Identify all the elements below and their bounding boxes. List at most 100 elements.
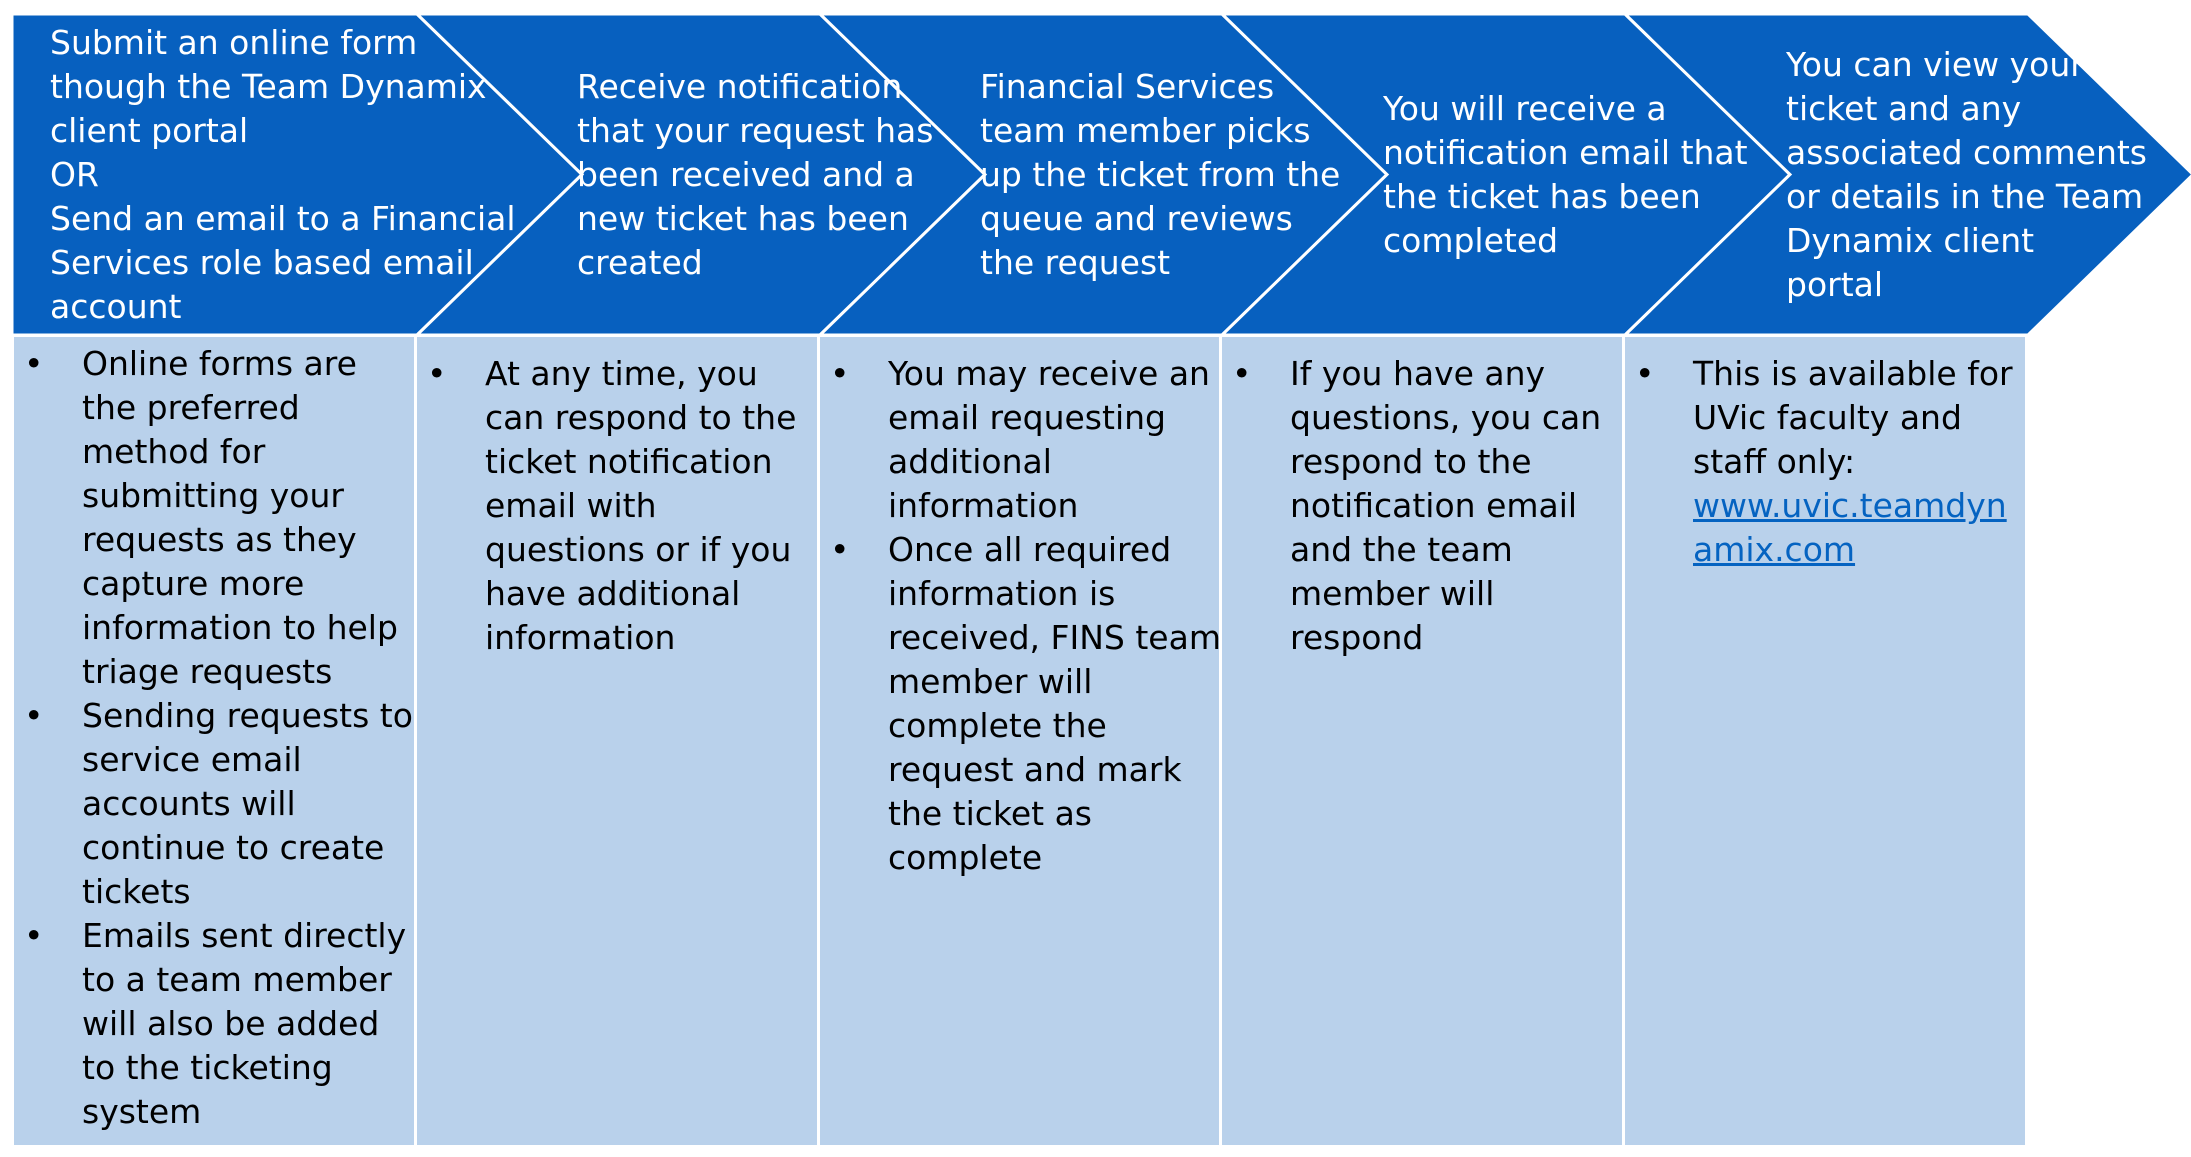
- bullet-text-line: system: [82, 1092, 202, 1131]
- step-5-heading-line: portal: [1786, 264, 1884, 304]
- step-1-detail-box: • Online forms are the preferred method for…: [14, 337, 414, 1145]
- bullet-text-line: questions or if you: [485, 530, 792, 569]
- bullet-text-line: member will: [1290, 574, 1495, 613]
- bullet-dot-icon: •: [427, 354, 447, 393]
- step-4-bullet-list: • If you have any questions, you can respon…: [1222, 352, 1622, 660]
- bullet-text-line: complete the: [888, 706, 1107, 745]
- bullet-text-line: Sending requests to: [82, 696, 413, 735]
- step-2-heading-line: created: [577, 242, 703, 282]
- bullet-text-line: the ticket as: [888, 794, 1092, 833]
- bullet-text-line: member will: [888, 662, 1093, 701]
- step-3-bullet-item: • Once all required information is received…: [820, 528, 1221, 880]
- bullet-text-line: requests as they: [82, 520, 357, 559]
- step-1-heading-line: Send an email to a Financial: [50, 198, 516, 238]
- step-3-heading-line: queue and reviews: [980, 198, 1293, 238]
- step-1-heading-line: account: [50, 286, 182, 326]
- bullet-dot-icon: •: [24, 696, 44, 735]
- step-3-heading-line: Financial Services: [980, 66, 1275, 106]
- step-1-bullet-item: • Emails sent directly to a team member wil…: [14, 914, 414, 1134]
- step-1-bullet-list: • Online forms are the preferred method for…: [14, 342, 414, 1134]
- bullet-text-line: received, FINS team: [888, 618, 1221, 657]
- step-5-heading-line: or details in the Team: [1786, 176, 2144, 216]
- bullet-text-line: notification email: [1290, 486, 1578, 525]
- portal-link[interactable]: www.uvic.teamdyn: [1693, 486, 2007, 525]
- bullet-text-line: have additional: [485, 574, 741, 613]
- bullet-dot-icon: •: [830, 354, 850, 393]
- bullet-text-line: request and mark: [888, 750, 1182, 789]
- bullet-text-line: respond: [1290, 618, 1424, 657]
- bullet-dot-icon: •: [1635, 354, 1655, 393]
- bullet-text-line: to a team member: [82, 960, 392, 999]
- bullet-text-line: will also be added: [82, 1004, 380, 1043]
- bullet-text-line: capture more: [82, 564, 305, 603]
- bullet-text-line: If you have any: [1290, 354, 1546, 393]
- step-1-heading-line: OR: [50, 154, 99, 194]
- bullet-text-line: information is: [888, 574, 1116, 613]
- step-1-heading-line: Submit an online form: [50, 22, 418, 62]
- bullet-text-line: and the team: [1290, 530, 1513, 569]
- bullet-text-line: You may receive an: [888, 354, 1210, 393]
- step-2-heading-line: been received and a: [577, 154, 915, 194]
- step-3-heading-line: up the ticket from the: [980, 154, 1341, 194]
- bullet-text-line: accounts will: [82, 784, 296, 823]
- step-4-heading-line: the ticket has been: [1383, 176, 1701, 216]
- bullet-text-line: the preferred: [82, 388, 300, 427]
- bullet-text-line: method for: [82, 432, 266, 471]
- step-5-chevron: [1621, 12, 2191, 337]
- bullet-text-line: service email: [82, 740, 302, 779]
- bullet-text-line: information: [888, 486, 1079, 525]
- step-4-detail-box: • If you have any questions, you can respon…: [1222, 337, 1622, 1145]
- bullet-dot-icon: •: [24, 344, 44, 383]
- bullet-text-line: respond to the: [1290, 442, 1532, 481]
- step-5-heading-line: ticket and any: [1786, 88, 2022, 128]
- step-3-heading-line: the request: [980, 242, 1171, 282]
- bullet-text-line: ticket notification: [485, 442, 773, 481]
- step-5-heading-line: associated comments: [1786, 132, 2147, 172]
- step-2-heading-line: new ticket has been: [577, 198, 909, 238]
- bullet-dot-icon: •: [24, 916, 44, 955]
- step-1-heading-line: though the Team Dynamix: [50, 66, 487, 106]
- step-1-heading-line: client portal: [50, 110, 249, 150]
- bullet-text-line: This is available for: [1693, 354, 2013, 393]
- step-1-heading-line: Services role based email: [50, 242, 474, 282]
- step-3-heading-line: team member picks: [980, 110, 1311, 150]
- step-1-bullet-item: • Sending requests to service email account…: [14, 694, 414, 914]
- bullet-text-line: tickets: [82, 872, 191, 911]
- bullet-text-line: Online forms are: [82, 344, 357, 383]
- bullet-text-line: email requesting: [888, 398, 1166, 437]
- bullet-text-line: complete: [888, 838, 1043, 877]
- step-4-bullet-item: • If you have any questions, you can respon…: [1222, 352, 1622, 660]
- step-5-heading-line: You can view your: [1786, 44, 2084, 84]
- step-4-heading-line: completed: [1383, 220, 1559, 260]
- step-4-heading-line: You will receive a: [1383, 88, 1667, 128]
- bullet-text-line: staff only:: [1693, 442, 1856, 481]
- bullet-dot-icon: •: [830, 530, 850, 569]
- bullet-text-line: At any time, you: [485, 354, 758, 393]
- bullet-text-line: Once all required: [888, 530, 1172, 569]
- bullet-text-line: email with: [485, 486, 657, 525]
- bullet-text-line: Emails sent directly: [82, 916, 407, 955]
- bullet-text-line: submitting your: [82, 476, 344, 515]
- bullet-text-line: questions, you can: [1290, 398, 1602, 437]
- bullet-dot-icon: •: [1232, 354, 1252, 393]
- bullet-text-line: UVic faculty and: [1693, 398, 1962, 437]
- bullet-text-line: to the ticketing: [82, 1048, 333, 1087]
- step-2-heading-line: Receive notification: [577, 66, 903, 106]
- portal-link[interactable]: amix.com: [1693, 530, 1856, 569]
- step-4-heading-line: notification email that: [1383, 132, 1748, 172]
